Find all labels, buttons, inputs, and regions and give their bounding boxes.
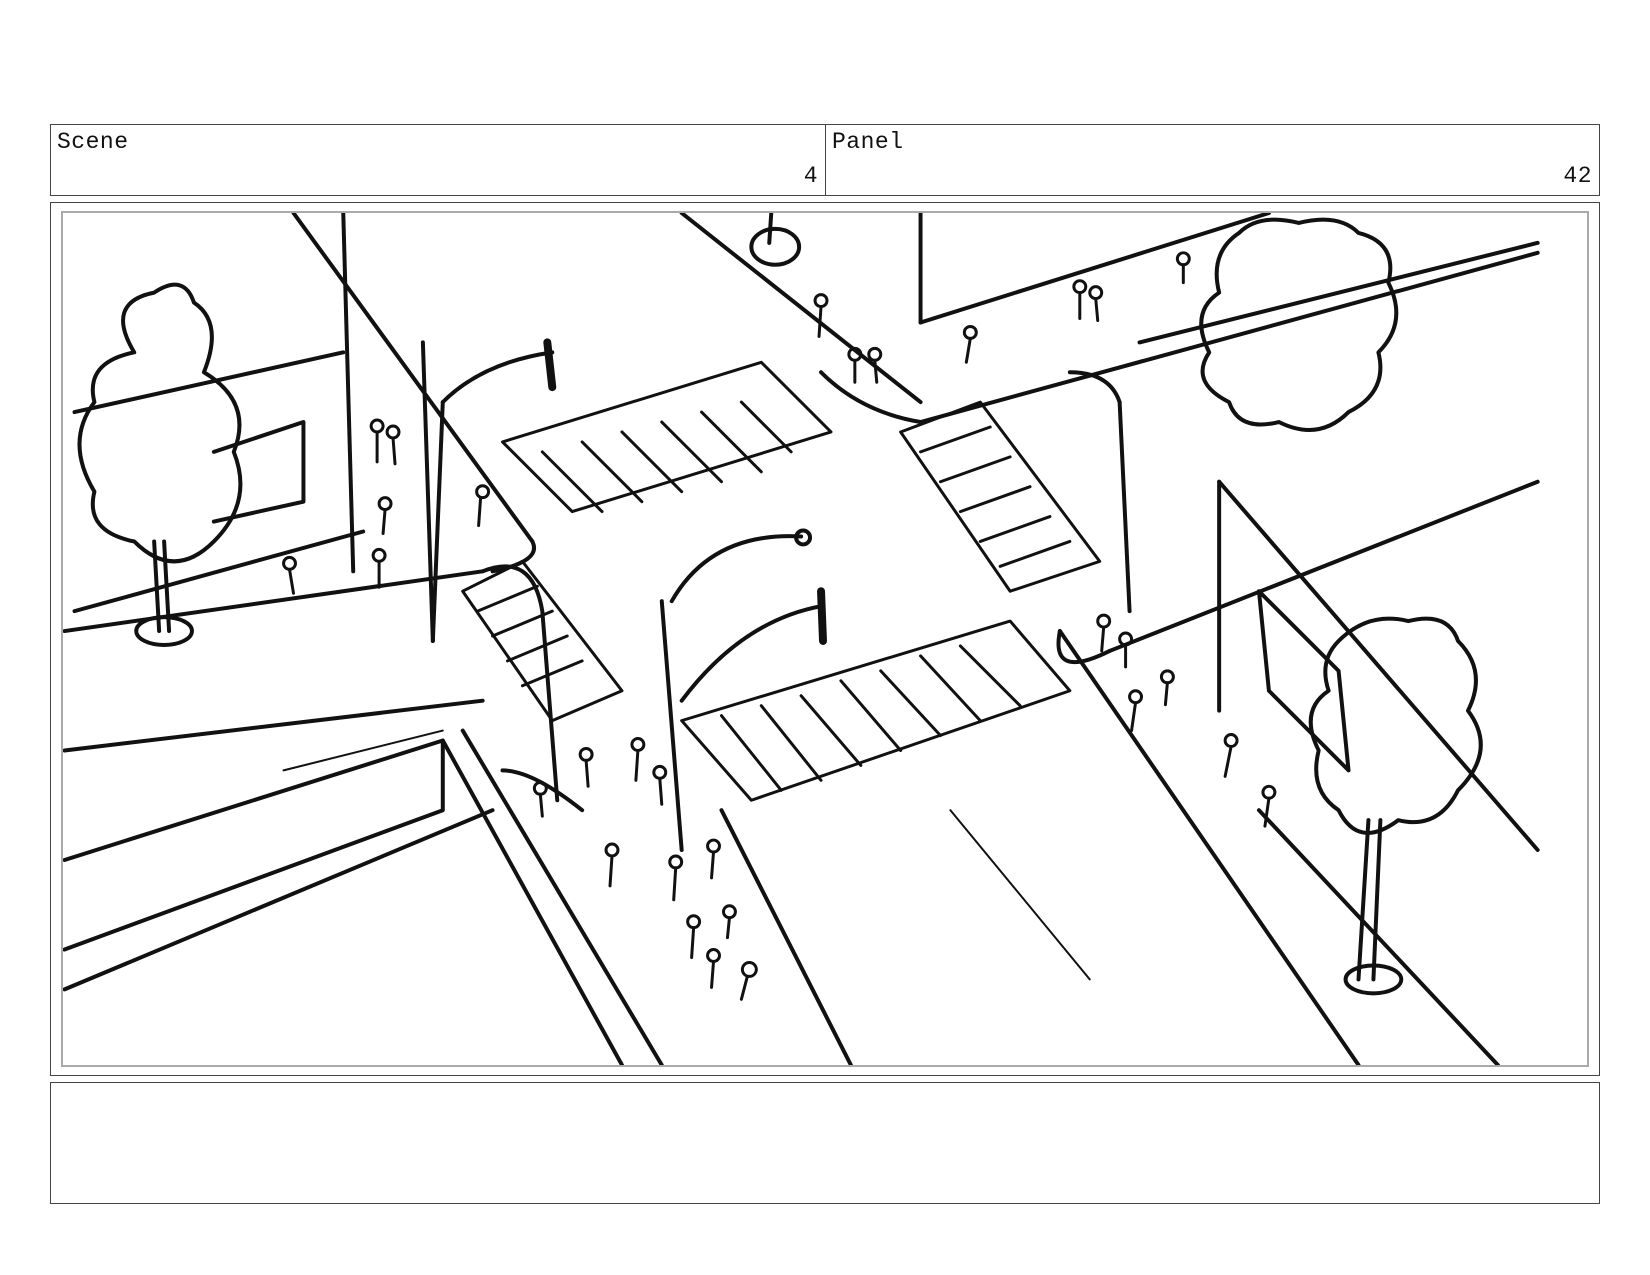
- pedestrian: [1088, 285, 1104, 322]
- pedestrian: [1159, 669, 1175, 707]
- building-upper-right-roof: [918, 213, 1271, 325]
- building-upper-right-line: [1137, 240, 1540, 345]
- crosswalk-bottom: [680, 619, 1072, 802]
- pedestrian: [385, 424, 401, 466]
- avenue-far-edge: [63, 808, 495, 992]
- pedestrian: [867, 346, 883, 384]
- building-left-base: [72, 529, 366, 614]
- pedestrian: [962, 324, 978, 364]
- building-lower-right-roof: [1217, 479, 1540, 852]
- scene-cell: Scene 4: [51, 125, 826, 195]
- curb-lower-left: [500, 768, 585, 813]
- pedestrian: [739, 960, 758, 1001]
- building-lower-right-window: [1256, 589, 1351, 773]
- building-lower-left-side: [440, 738, 624, 1065]
- pedestrian: [475, 484, 491, 528]
- crosswalk-top: [501, 360, 833, 514]
- pedestrian: [369, 418, 385, 464]
- crosswalk-left: [461, 559, 624, 723]
- pedestrians: [282, 251, 1277, 1001]
- traffic-light-upper-left: [430, 338, 557, 643]
- pedestrian: [1223, 733, 1239, 778]
- cross-street-edge-3: [460, 728, 664, 1065]
- pedestrian: [652, 764, 668, 806]
- pedestrian: [282, 555, 297, 595]
- scene-number: 4: [803, 163, 818, 189]
- storyboard-header: Scene 4 Panel 42: [50, 124, 1600, 196]
- pedestrian: [686, 914, 702, 959]
- panel-number: 42: [1563, 163, 1592, 189]
- pedestrian: [847, 346, 863, 384]
- pedestrian: [813, 293, 829, 338]
- building-left-pole: [341, 213, 356, 574]
- pedestrian: [1175, 251, 1191, 285]
- building-lower-right-base: [1256, 808, 1500, 1065]
- tree-upper-right: [1199, 217, 1399, 432]
- building-left-window: [211, 420, 306, 524]
- cross-street-edge-4: [719, 808, 853, 1065]
- pedestrian: [377, 496, 393, 535]
- pedestrian: [604, 842, 620, 888]
- sketch-canvas: [61, 211, 1589, 1067]
- tree-left: [77, 282, 243, 647]
- avenue-edge-bottom-right: [1107, 479, 1540, 653]
- avenue-edge-top: [63, 569, 485, 634]
- pedestrian: [532, 780, 548, 818]
- pedestrian: [578, 746, 594, 788]
- intersection-sketch: [63, 213, 1540, 1065]
- notes-area[interactable]: [50, 1082, 1600, 1204]
- street-lamp-upper-right: [1067, 370, 1132, 614]
- pedestrian: [1261, 784, 1277, 828]
- curb-upper-right: [819, 370, 923, 425]
- panel-label: Panel: [832, 129, 904, 155]
- cross-street-lane: [949, 809, 1091, 981]
- cross-street-edge-5: [1057, 629, 1361, 1065]
- pedestrian: [1072, 279, 1088, 320]
- pedestrian: [706, 838, 721, 880]
- cross-street-edge-2: [679, 213, 923, 405]
- avenue-edge-top-right: [918, 250, 1540, 425]
- building-left-roof: [72, 350, 346, 415]
- storyboard-frame: [50, 202, 1600, 1076]
- pedestrian: [706, 948, 721, 989]
- pedestrian: [1096, 613, 1112, 653]
- curb-upper-left: [490, 539, 536, 574]
- building-left-pole-2: [420, 340, 435, 643]
- traffic-light-center: [659, 528, 827, 852]
- street-lamp-top: [749, 213, 802, 267]
- pedestrian: [1118, 631, 1134, 669]
- pedestrian: [1128, 689, 1144, 733]
- pedestrian: [371, 547, 387, 589]
- tree-lower-right: [1308, 616, 1483, 996]
- pedestrian: [668, 854, 684, 902]
- avenue-lane-1: [282, 729, 444, 772]
- panel-cell: Panel 42: [826, 125, 1599, 195]
- street-lamp-lower-left: [480, 564, 560, 803]
- curb-lower-right: [1056, 629, 1112, 665]
- avenue-edge-bottom: [63, 698, 485, 753]
- cross-street-edge-1: [291, 213, 535, 544]
- pedestrian: [721, 904, 737, 940]
- pedestrian: [630, 737, 646, 782]
- scene-label: Scene: [57, 129, 129, 155]
- crosswalk-right: [899, 400, 1102, 593]
- building-lower-left-top: [63, 738, 445, 952]
